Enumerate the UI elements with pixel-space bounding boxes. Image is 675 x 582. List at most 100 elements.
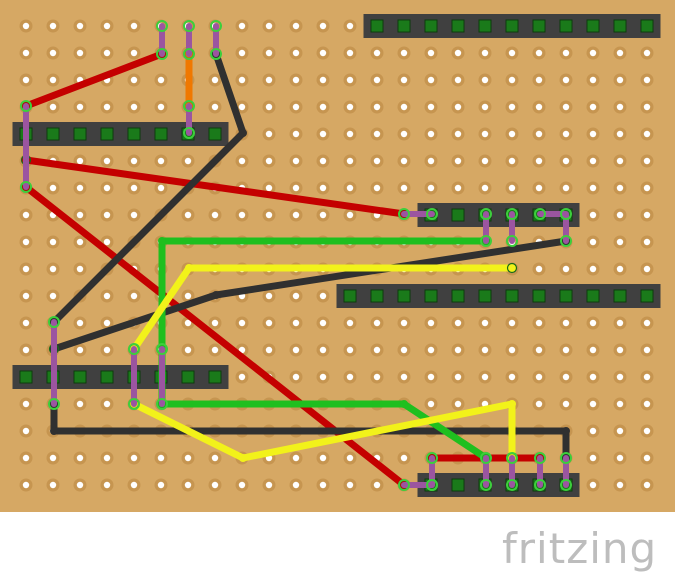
hole: [589, 76, 597, 84]
hole: [211, 211, 219, 219]
wire-bend: [158, 237, 166, 245]
hole: [103, 319, 111, 327]
pin-header: [12, 122, 229, 146]
hole: [535, 49, 543, 57]
hole: [562, 400, 570, 408]
hole: [589, 130, 597, 138]
hole: [562, 346, 570, 354]
hole: [616, 481, 624, 489]
hole: [400, 103, 408, 111]
lead-end: [560, 479, 572, 491]
hole: [76, 103, 84, 111]
hole: [400, 157, 408, 165]
header-pin: [559, 289, 573, 303]
hole: [454, 319, 462, 327]
hole: [373, 346, 381, 354]
hole: [76, 481, 84, 489]
lead-end: [480, 208, 492, 220]
hole: [238, 319, 246, 327]
hole: [76, 211, 84, 219]
lead-end: [183, 20, 195, 32]
hole: [589, 319, 597, 327]
hole: [319, 319, 327, 327]
hole: [346, 157, 354, 165]
header-pin: [73, 127, 87, 141]
hole: [265, 103, 273, 111]
hole: [22, 49, 30, 57]
hole: [211, 346, 219, 354]
lead-end: [506, 235, 518, 247]
header-pin: [451, 19, 465, 33]
hole: [184, 346, 192, 354]
hole: [130, 184, 138, 192]
hole: [319, 454, 327, 462]
header-pin: [154, 127, 168, 141]
lead-end: [506, 208, 518, 220]
hole: [211, 103, 219, 111]
hole: [238, 103, 246, 111]
hole: [400, 76, 408, 84]
hole: [454, 184, 462, 192]
hole: [373, 373, 381, 381]
lead-end: [48, 316, 60, 328]
hole: [400, 184, 408, 192]
hole: [535, 400, 543, 408]
hole: [22, 22, 30, 30]
hole: [535, 346, 543, 354]
hole: [76, 184, 84, 192]
pin-header: [417, 473, 580, 497]
hole: [481, 373, 489, 381]
hole: [643, 427, 651, 435]
hole: [616, 454, 624, 462]
hole: [130, 76, 138, 84]
hole: [103, 238, 111, 246]
lead-end: [560, 235, 572, 247]
hole: [319, 130, 327, 138]
hole: [238, 49, 246, 57]
hole: [643, 157, 651, 165]
hole: [589, 265, 597, 273]
hole: [238, 211, 246, 219]
header-pin: [127, 127, 141, 141]
header-pin: [397, 289, 411, 303]
lead-end: [506, 479, 518, 491]
hole: [265, 76, 273, 84]
hole: [508, 103, 516, 111]
hole: [76, 238, 84, 246]
hole: [508, 49, 516, 57]
lead-end: [398, 208, 410, 220]
hole: [427, 373, 435, 381]
hole: [373, 103, 381, 111]
hole: [508, 319, 516, 327]
hole: [103, 103, 111, 111]
hole: [535, 76, 543, 84]
hole: [49, 22, 57, 30]
hole: [130, 292, 138, 300]
hole: [373, 76, 381, 84]
hole: [616, 427, 624, 435]
hole: [562, 49, 570, 57]
hole: [319, 157, 327, 165]
hole: [76, 22, 84, 30]
header-pin: [181, 370, 195, 384]
hole: [535, 373, 543, 381]
hole: [184, 319, 192, 327]
wire-bend: [508, 400, 516, 408]
stripboard-diagram: [0, 0, 675, 512]
lead-end: [183, 127, 195, 139]
header-pin: [451, 478, 465, 492]
hole: [454, 49, 462, 57]
hole: [265, 157, 273, 165]
hole: [643, 76, 651, 84]
hole: [562, 130, 570, 138]
hole: [76, 454, 84, 462]
hole: [643, 481, 651, 489]
hole: [616, 184, 624, 192]
hole: [103, 211, 111, 219]
lead-end: [560, 452, 572, 464]
lead-end: [534, 479, 546, 491]
hole: [589, 481, 597, 489]
header-pin: [451, 208, 465, 222]
header-pin: [586, 289, 600, 303]
hole: [508, 130, 516, 138]
